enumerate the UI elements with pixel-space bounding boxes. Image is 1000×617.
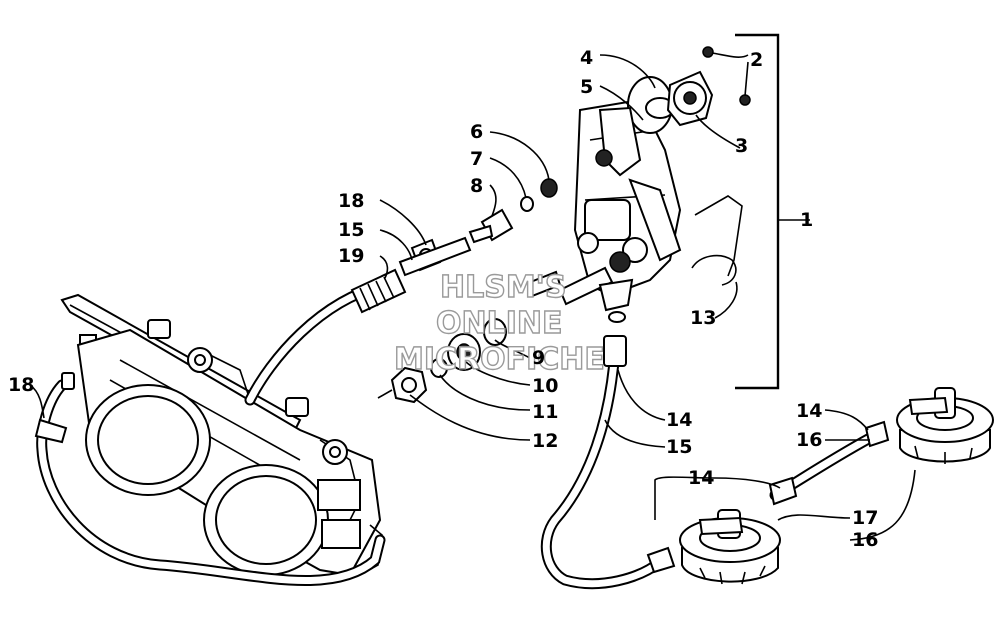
fuel-filter-upper [896, 387, 994, 464]
callout-10: 10 [532, 375, 558, 397]
callout-19: 19 [338, 245, 364, 267]
lower-fuel-hose [540, 335, 676, 590]
callout-12: 12 [532, 430, 558, 452]
throttle-body-assembly [60, 293, 383, 577]
filter-connecting-hose [768, 420, 890, 506]
callout-16-lower: 16 [852, 529, 878, 551]
callout-8: 8 [470, 175, 483, 197]
hose-sleeve-19 [350, 268, 407, 314]
watermark-line-2: ONLINE [436, 306, 563, 341]
upper-fuel-hose [244, 236, 472, 406]
callout-17: 17 [852, 507, 878, 529]
callout-18-left: 18 [8, 374, 34, 396]
callout-4: 4 [580, 47, 593, 69]
callout-2: 2 [750, 49, 763, 71]
fitting-hardware-6-7-8 [468, 178, 558, 244]
callout-labels: 1 2 3 4 5 6 7 8 9 10 11 12 13 14 14 14 1… [8, 47, 878, 551]
callout-9: 9 [532, 347, 545, 369]
callout-18-clamp: 18 [338, 190, 364, 212]
callout-6: 6 [470, 121, 483, 143]
fitting-hardware-9-12 [377, 270, 562, 404]
callout-14-filter-hose: 14 [796, 400, 822, 422]
watermark: HLSM'S ONLINE MICROFICHE [393, 269, 605, 377]
left-return-hose [34, 372, 386, 586]
callout-16-upper: 16 [796, 429, 822, 451]
callout-11: 11 [532, 401, 558, 423]
leader-lines [29, 52, 916, 541]
callout-7: 7 [470, 148, 483, 170]
callout-5: 5 [580, 76, 593, 98]
watermark-line-3: MICROFICHE [394, 342, 605, 377]
callout-1: 1 [800, 209, 813, 231]
callout-15-lower: 15 [666, 436, 692, 458]
callout-15-upper: 15 [338, 219, 364, 241]
watermark-line-1: HLSM'S [440, 270, 566, 305]
callout-13: 13 [690, 307, 716, 329]
callout-14-regulator-hose: 14 [666, 409, 692, 431]
fuel-filter-17 [679, 509, 781, 585]
callout-3: 3 [735, 135, 748, 157]
assembly-bracket [735, 33, 780, 390]
fuel-regulator-assembly [558, 46, 751, 323]
callout-14-pump-hose: 14 [688, 467, 714, 489]
